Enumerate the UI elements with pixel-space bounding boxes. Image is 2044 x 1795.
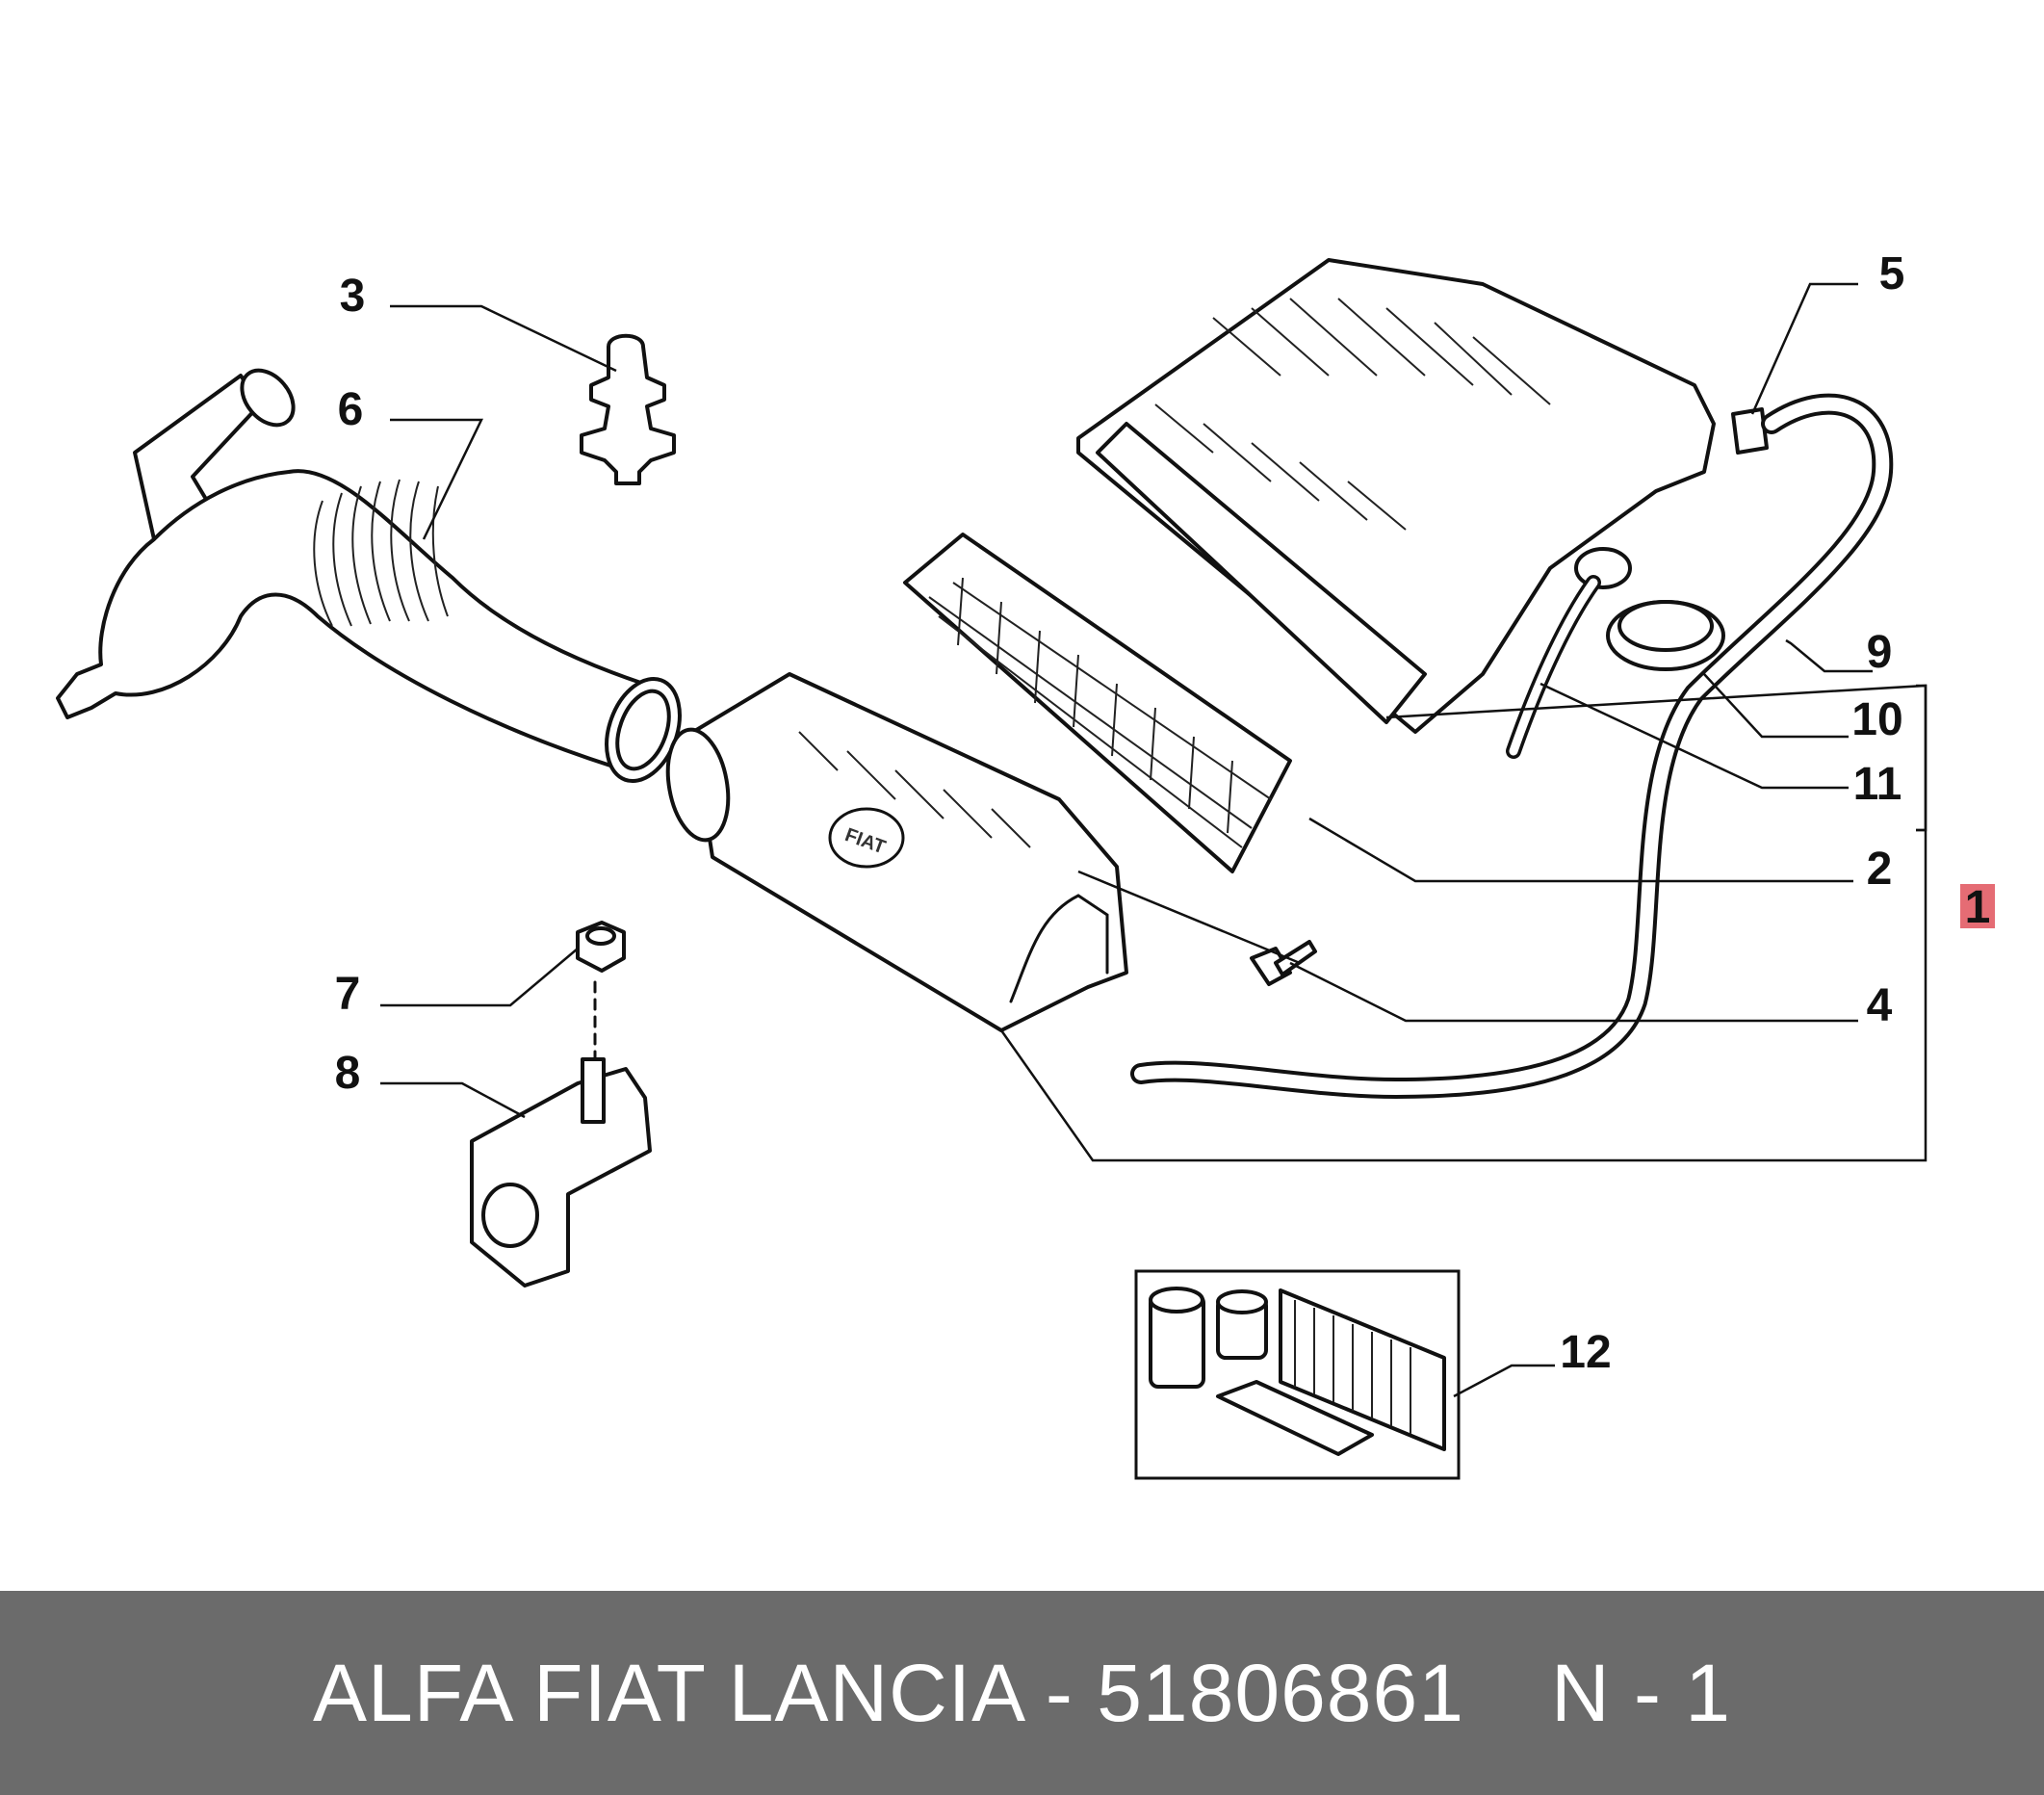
callout-6: 6 [338, 384, 364, 435]
callout-1-highlight [1960, 884, 1995, 928]
rubber-mount-part-3 [580, 333, 676, 485]
leader-lines [380, 282, 1928, 1398]
callout-8: 8 [335, 1048, 361, 1099]
footer-separator: - [1022, 1647, 1098, 1738]
service-kit-part-12 [1134, 1269, 1461, 1480]
callout-2: 2 [1867, 844, 1893, 895]
callout-labels: 1 2 3 4 5 6 7 8 9 10 11 12 [335, 248, 1995, 1378]
air-cleaner-cover-part-1: FIAT [665, 672, 1128, 1032]
seal-ring-part-10 [1606, 600, 1725, 671]
intake-duct-part-6 [56, 368, 682, 784]
callout-10: 10 [1851, 694, 1902, 745]
air-filter-element-part-2 [903, 533, 1292, 873]
footer-text: ALFA FIAT LANCIA - 51806861 N - 1 [313, 1647, 1731, 1740]
breather-tube-part-11 [1506, 575, 1601, 759]
callout-7: 7 [335, 969, 361, 1020]
hose-clip-part-5 [1731, 407, 1769, 455]
callout-12: 12 [1560, 1327, 1611, 1378]
bolt-part-4 [1250, 940, 1317, 986]
bracket-part-8 [470, 980, 652, 1288]
nut-part-7 [576, 921, 626, 973]
parts-diagram: FIAT [56, 248, 1995, 1480]
footer-part-number: 51806861 [1097, 1647, 1464, 1738]
breather-hose-part-9 [1130, 393, 1894, 1100]
callout-5: 5 [1879, 248, 1905, 299]
footer-bar: ALFA FIAT LANCIA - 51806861 N - 1 [0, 1591, 2044, 1795]
footer-note: N - 1 [1550, 1647, 1731, 1738]
callout-9: 9 [1867, 627, 1893, 678]
footer-brand: ALFA FIAT LANCIA [313, 1647, 1022, 1738]
callout-3: 3 [340, 271, 366, 322]
callout-11: 11 [1853, 759, 1902, 810]
callout-4: 4 [1867, 980, 1893, 1031]
air-box-body-part-11 [1076, 258, 1716, 734]
callout-1: 1 [1965, 882, 1991, 933]
